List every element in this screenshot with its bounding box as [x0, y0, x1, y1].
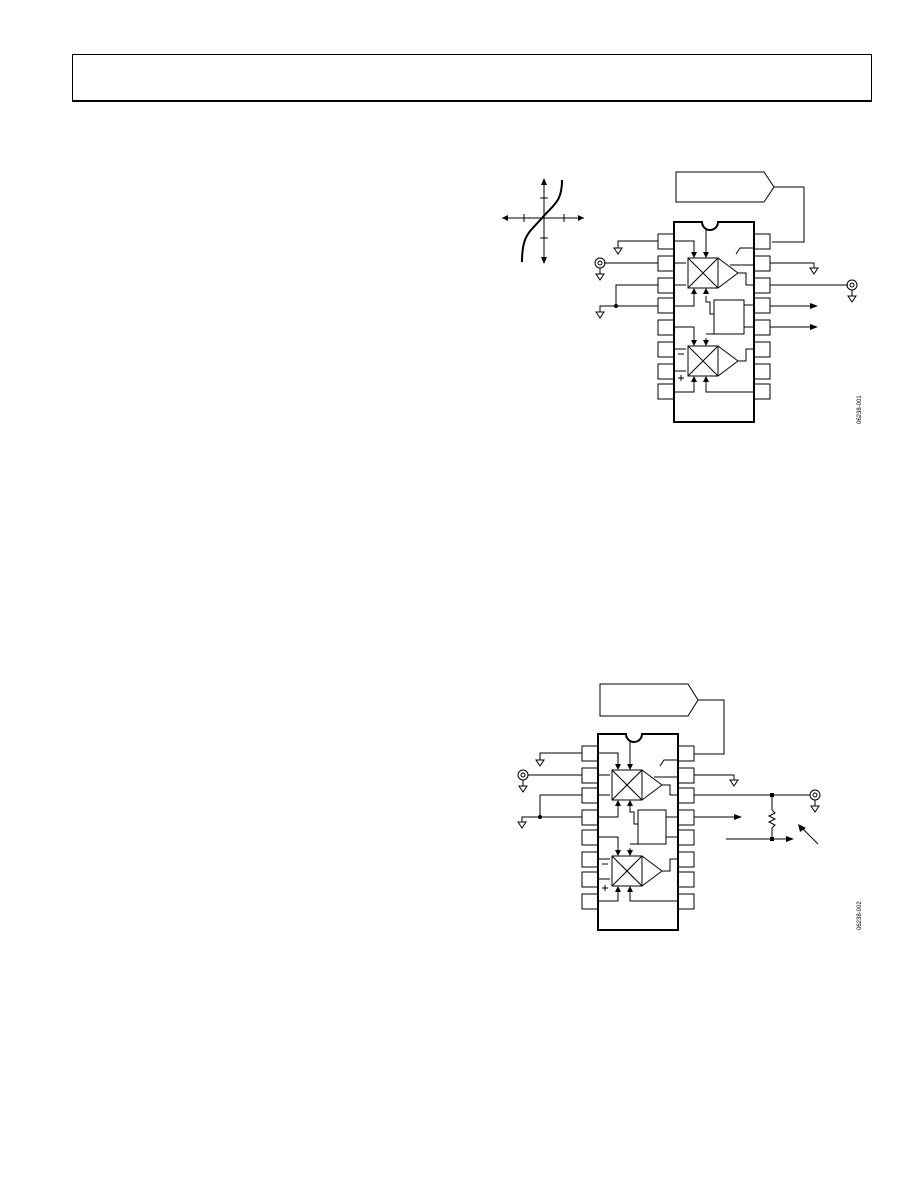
page-header-box [72, 54, 872, 102]
figure-1-schematic [594, 171, 858, 423]
figure-2-code: 06238-002 [857, 901, 863, 930]
figure-1-code: 06238-001 [857, 395, 863, 424]
signal-pointer-box [675, 171, 775, 203]
figure-2-schematic [517, 683, 821, 931]
signal-pointer-box [599, 683, 699, 717]
transfer-function-graph [502, 178, 584, 264]
